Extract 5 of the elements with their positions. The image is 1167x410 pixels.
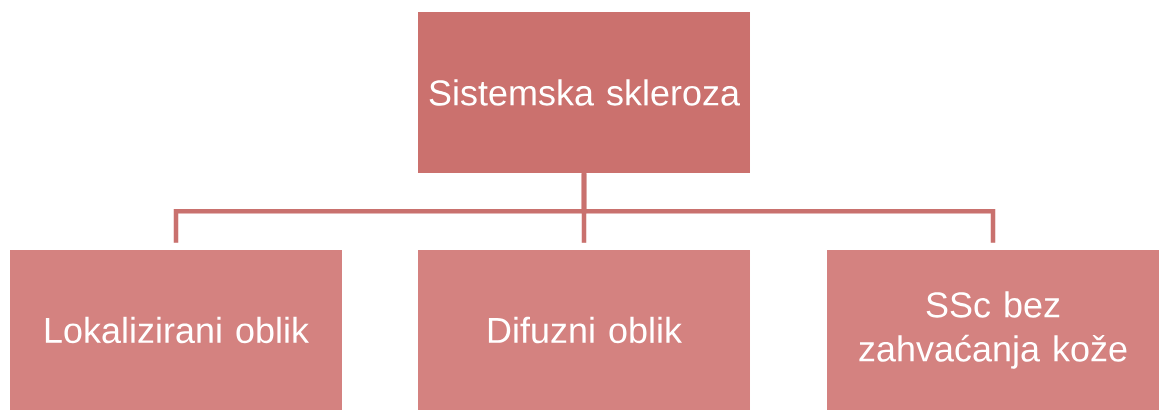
process-box: SSc bez zahvaćanja kože: [827, 250, 1159, 410]
process-box: Sistemska skleroza: [418, 12, 750, 173]
process-box: Difuzni oblik: [418, 250, 750, 410]
process-box: Lokalizirani oblik: [10, 250, 342, 410]
connector-line: [581, 173, 996, 243]
